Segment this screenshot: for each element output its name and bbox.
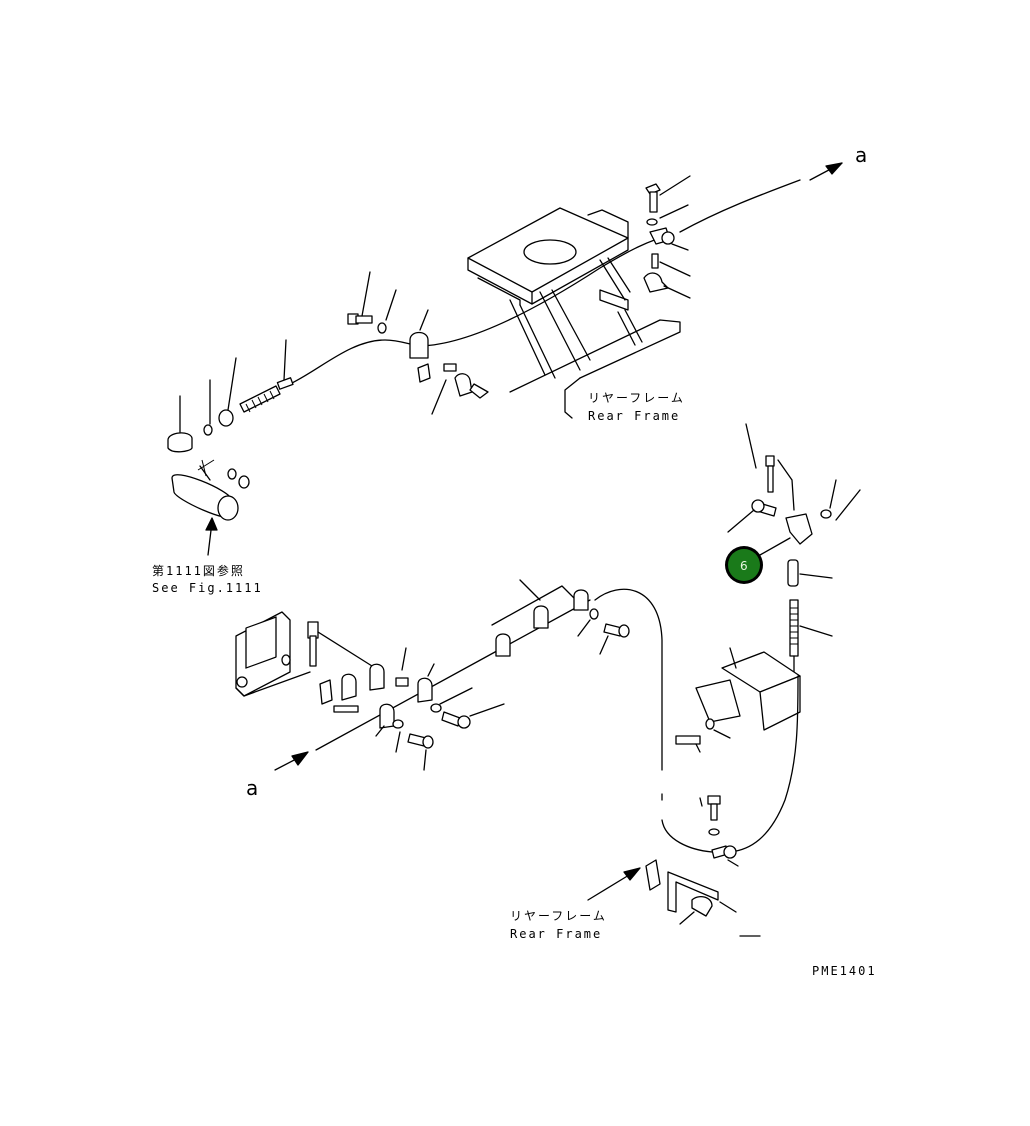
see-fig-en-label: See Fig.1111: [152, 581, 263, 595]
callout-number: 6: [740, 559, 748, 573]
rear-frame-bottom-en-label: Rear Frame: [510, 927, 602, 941]
left-bracket: [235, 611, 505, 771]
callout-6[interactable]: 6: [725, 546, 763, 584]
right-cable-loop: [594, 588, 799, 853]
bottom-right-fasteners: [645, 795, 761, 937]
top-frame-plate: [467, 207, 681, 419]
top-left-fasteners: [347, 271, 489, 415]
rear-frame-bottom-pointer: [587, 867, 641, 901]
drawing-code-label: PME1401: [812, 964, 877, 978]
pivot-block: [171, 459, 250, 556]
top-cable: [287, 162, 843, 386]
right-bracket: [675, 647, 801, 753]
rear-frame-top-en-label: Rear Frame: [588, 409, 680, 423]
rear-frame-bottom-jp-label: リヤーフレーム: [510, 909, 607, 923]
top-left-cable-end: [167, 339, 294, 453]
arrow-a-top-label: a: [855, 143, 867, 167]
top-right-fasteners: [643, 175, 691, 299]
mid-cable: [274, 579, 630, 771]
rear-frame-top-jp-label: リヤーフレーム: [588, 391, 685, 405]
see-fig-jp-label: 第1111図参照: [152, 563, 245, 578]
lever-assembly: [727, 423, 861, 677]
arrow-a-bottom-label: a: [246, 776, 258, 800]
